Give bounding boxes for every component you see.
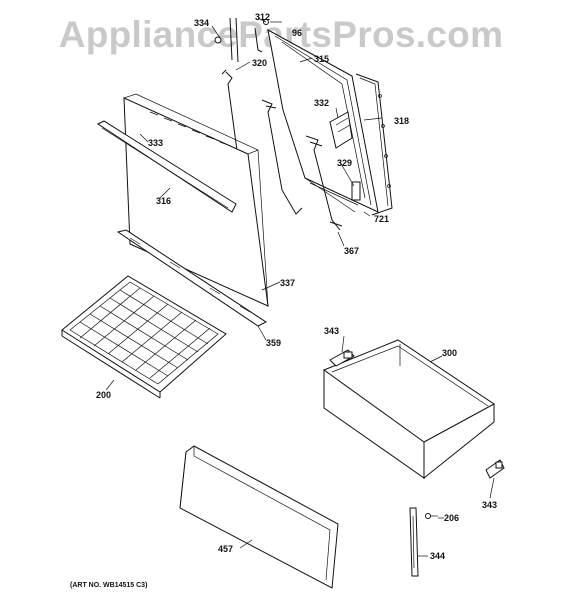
- callout-318: 318: [394, 116, 409, 126]
- callout-721: 721: [374, 214, 389, 224]
- door-handle-333: [96, 120, 237, 213]
- callout-367: 367: [344, 246, 359, 256]
- screw-206: [425, 513, 438, 519]
- oven-rack-200: [61, 275, 227, 399]
- callout-333: 333: [148, 138, 163, 148]
- drawer-clip-343-right: [485, 459, 505, 479]
- outer-door-panel-316: [123, 93, 269, 307]
- callout-200: 200: [96, 390, 111, 400]
- bracket-332: [329, 111, 353, 149]
- callout-329: 329: [337, 158, 352, 168]
- door-trim-337: [116, 229, 268, 327]
- art-number: (ART NO. WB14515 C3): [70, 582, 148, 589]
- callout-359: 359: [266, 338, 281, 348]
- callout-457: 457: [218, 544, 233, 554]
- callout-343-top: 343: [324, 326, 339, 336]
- callout-334: 334: [194, 18, 209, 28]
- callout-343-bottom: 343: [482, 500, 497, 510]
- callout-315: 315: [314, 54, 329, 64]
- hinge-clips-334-312: [214, 17, 282, 63]
- callout-332: 332: [314, 98, 329, 108]
- callout-206: 206: [444, 513, 459, 523]
- callout-320: 320: [252, 58, 267, 68]
- callout-316: 316: [156, 196, 171, 206]
- callout-344: 344: [430, 551, 445, 561]
- door-gasket-318: [355, 73, 393, 216]
- storage-drawer-300: [323, 339, 495, 480]
- drawer-front-panel-457: [179, 445, 339, 589]
- door-frame-315: [267, 29, 379, 213]
- callout-96: 96: [292, 28, 302, 38]
- drawer-clip-343-left: [329, 349, 355, 367]
- callout-312: 312: [255, 12, 270, 22]
- callout-300: 300: [442, 348, 457, 358]
- callout-337: 337: [280, 278, 295, 288]
- leader-lines: [105, 17, 495, 557]
- slide-rail-344: [409, 507, 419, 577]
